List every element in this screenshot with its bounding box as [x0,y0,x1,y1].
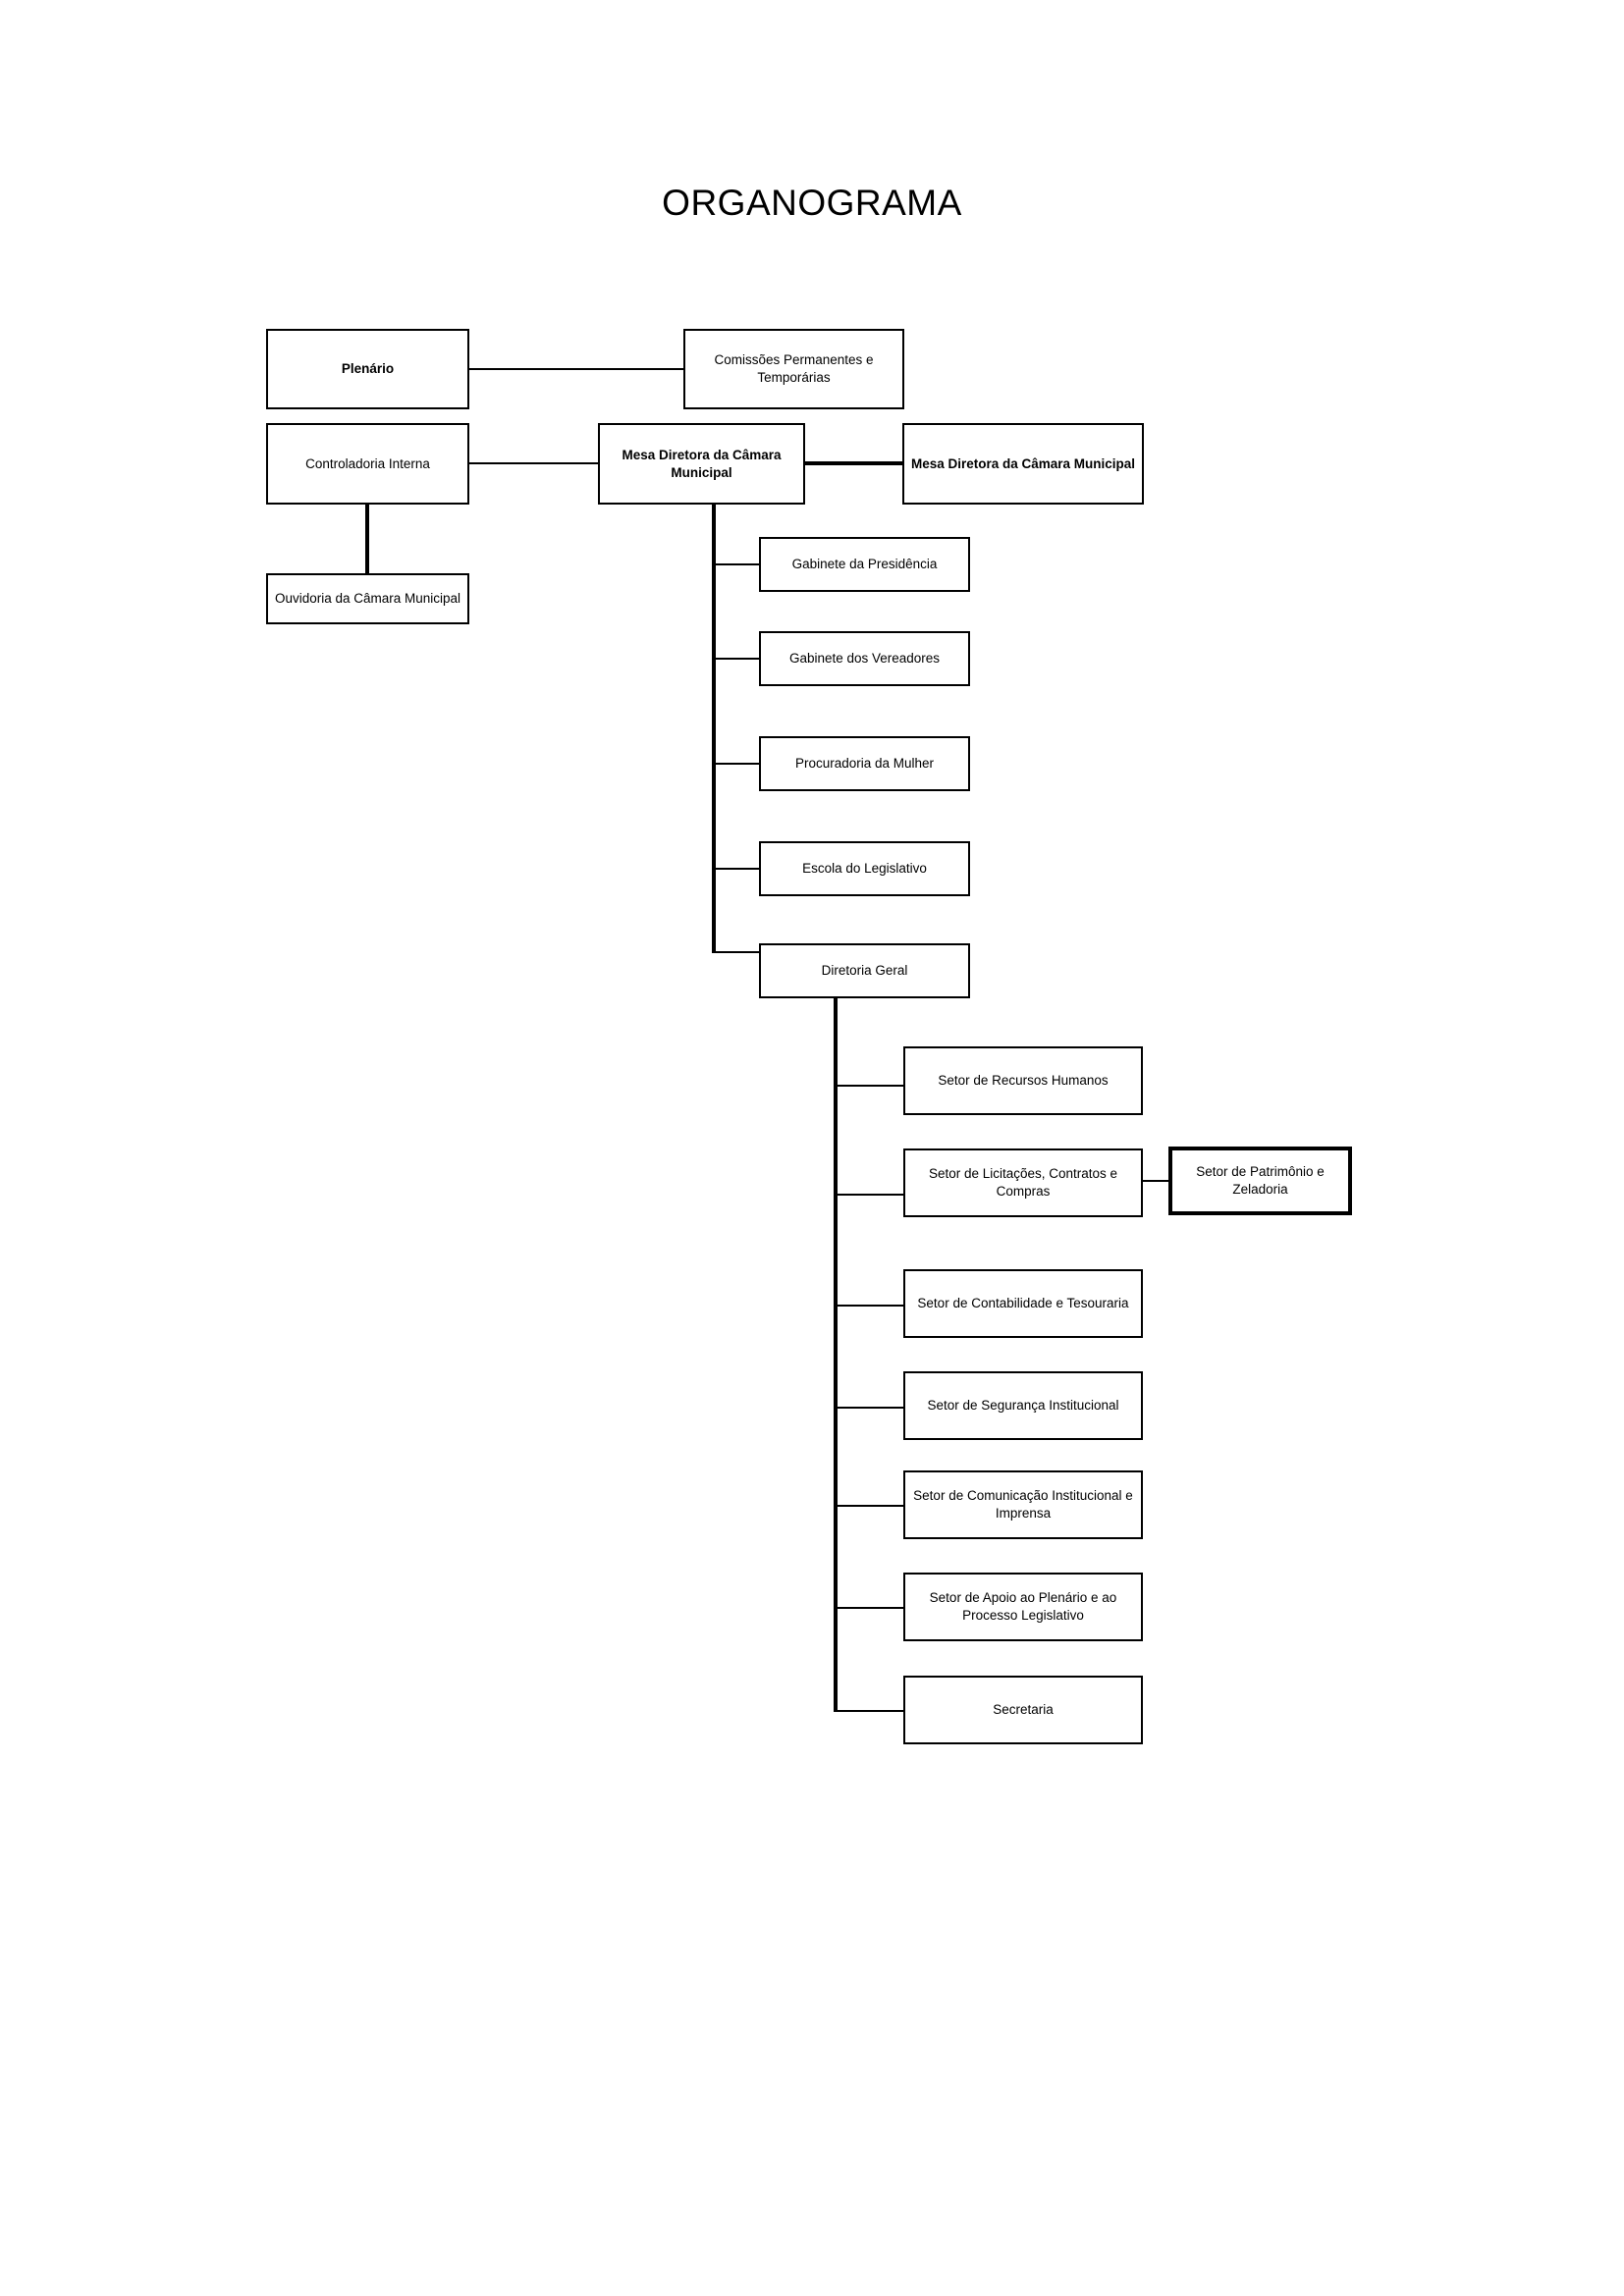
connector-diretoria-seguranca [834,1407,903,1409]
connector-diretoria-licitacoes [834,1194,903,1196]
node-label: Comissões Permanentes e Temporárias [714,352,874,385]
node-mesa-diretora-camara-municipal-2[interactable]: Mesa Diretora da Câmara Municipal [902,423,1144,505]
connector-controladoria-mesa [469,462,598,464]
connector-diretoria-contabilidade [834,1305,903,1307]
node-escola-legislativo[interactable]: Escola do Legislativo [759,841,970,896]
connector-diretoria-comunicacao [834,1505,903,1507]
node-label: Setor de Comunicação Institucional e Imp… [913,1488,1133,1521]
connector-controladoria-ouvidoria [365,505,369,573]
connector-diretoria-secretaria [834,1710,903,1712]
connector-mesa-trunk [712,505,716,953]
node-label: Diretoria Geral [821,963,908,979]
node-label: Setor de Apoio ao Plenário e ao Processo… [929,1590,1117,1623]
node-setor-licitacoes-contratos-compras[interactable]: Setor de Licitações, Contratos e Compras [903,1148,1143,1217]
node-label: Setor de Contabilidade e Tesouraria [917,1296,1129,1311]
node-setor-apoio-plenario-processo-legislativo[interactable]: Setor de Apoio ao Plenário e ao Processo… [903,1573,1143,1641]
node-label: Gabinete da Presidência [791,557,938,572]
page-title: ORGANOGRAMA [662,183,962,223]
connector-mesa-gab-presidencia [712,563,759,565]
node-secretaria[interactable]: Secretaria [903,1676,1143,1744]
connector-licitacoes-patrimonio [1143,1180,1170,1182]
connector-mesa-diretoria-geral [712,951,759,953]
connector-mesa-gab-vereadores [712,658,759,660]
node-label: Secretaria [993,1702,1054,1718]
node-comissoes-permanentes-temporarias[interactable]: Comissões Permanentes e Temporárias [683,329,904,409]
node-ouvidoria-camara-municipal[interactable]: Ouvidoria da Câmara Municipal [266,573,469,624]
node-setor-comunicacao-institucional-imprensa[interactable]: Setor de Comunicação Institucional e Imp… [903,1470,1143,1539]
node-label: Plenário [341,361,395,377]
node-gabinete-presidencia[interactable]: Gabinete da Presidência [759,537,970,592]
node-mesa-diretora-camara-municipal[interactable]: Mesa Diretora da Câmara Municipal [598,423,805,505]
node-controladoria-interna[interactable]: Controladoria Interna [266,423,469,505]
node-label: Gabinete dos Vereadores [788,651,941,667]
node-label: Mesa Diretora da Câmara Municipal [622,447,782,480]
node-setor-contabilidade-tesouraria[interactable]: Setor de Contabilidade e Tesouraria [903,1269,1143,1338]
node-label: Setor de Recursos Humanos [938,1073,1109,1089]
node-label: Mesa Diretora da Câmara Municipal [910,455,1136,471]
node-setor-patrimonio-zeladoria[interactable]: Setor de Patrimônio e Zeladoria [1168,1147,1352,1215]
node-gabinete-vereadores[interactable]: Gabinete dos Vereadores [759,631,970,686]
connector-mesa-proc-mulher [712,763,759,765]
node-label: Setor de Segurança Institucional [927,1398,1119,1414]
node-procuradoria-mulher[interactable]: Procuradoria da Mulher [759,736,970,791]
node-label: Ouvidoria da Câmara Municipal [274,591,461,607]
node-setor-recursos-humanos[interactable]: Setor de Recursos Humanos [903,1046,1143,1115]
connector-mesa-escola-legislativo [712,868,759,870]
node-label: Controladoria Interna [305,455,430,471]
node-diretoria-geral[interactable]: Diretoria Geral [759,943,970,998]
connector-mesa-mesa2 [805,461,902,465]
connector-diretoria-trunk [834,998,838,1712]
node-label: Setor de Licitações, Contratos e Compras [928,1166,1118,1199]
node-label: Setor de Patrimônio e Zeladoria [1196,1164,1325,1197]
connector-diretoria-apoio-plenario [834,1607,903,1609]
node-label: Procuradoria da Mulher [794,756,935,772]
node-plenario[interactable]: Plenário [266,329,469,409]
connector-plenario-comissoes [468,368,683,370]
node-label: Escola do Legislativo [802,861,927,877]
node-setor-seguranca-institucional[interactable]: Setor de Segurança Institucional [903,1371,1143,1440]
connector-diretoria-rh [834,1085,903,1087]
